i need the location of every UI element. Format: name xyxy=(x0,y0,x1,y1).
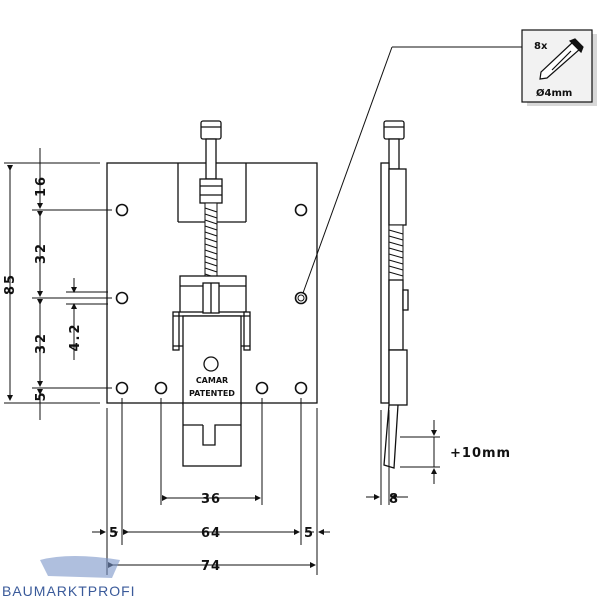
hole-bottom-right xyxy=(294,381,308,395)
dim-adjustment: +10mm xyxy=(450,446,511,461)
dim-mid-upper: 32 xyxy=(34,242,49,264)
hole-bottom-2 xyxy=(154,381,168,395)
roof-icon xyxy=(40,556,120,578)
screw-icon xyxy=(539,38,584,80)
horizontal-dimensions xyxy=(92,398,330,575)
dim-overall-width: 74 xyxy=(201,559,221,574)
screw-count: 8x xyxy=(534,41,548,52)
dim-top: 16 xyxy=(34,175,49,197)
hanger-bracket xyxy=(182,402,242,467)
side-dimensions xyxy=(366,410,440,505)
dim-left-margin: 5 xyxy=(109,526,119,541)
patent-label: PATENTED xyxy=(189,389,235,398)
screw-diameter: Ø4mm xyxy=(536,87,572,99)
dim-hole-spacing: 36 xyxy=(201,492,221,507)
callout-leader xyxy=(297,46,524,302)
side-view xyxy=(380,120,409,469)
watermark-text: BAUMARKTPROFI xyxy=(2,583,136,599)
threaded-rod xyxy=(204,202,218,284)
front-view xyxy=(106,120,318,467)
dim-overall-height: 85 xyxy=(3,273,18,295)
dim-mid-lower: 32 xyxy=(34,332,49,354)
carriage-hole xyxy=(203,356,219,372)
dim-bottom: 5 xyxy=(34,390,49,401)
hole-bottom-3 xyxy=(255,381,269,395)
hole-bottom-left xyxy=(115,381,129,395)
dim-small-gap: 4.2 xyxy=(68,322,83,351)
watermark-logo: BAUMARKTPROFI xyxy=(2,556,136,599)
dim-right-margin: 5 xyxy=(304,526,314,541)
screw-callout-box xyxy=(521,29,597,106)
hole-mid-left xyxy=(115,291,129,305)
bolt-head xyxy=(200,120,222,140)
brand-label: CAMAR xyxy=(196,376,228,385)
vertical-dimensions xyxy=(4,148,112,420)
hole-top-left xyxy=(115,203,129,217)
hole-top-right xyxy=(294,203,308,217)
dim-side-thickness: 8 xyxy=(389,492,399,507)
dim-inner-width: 64 xyxy=(201,526,221,541)
mounting-holes xyxy=(115,203,308,395)
